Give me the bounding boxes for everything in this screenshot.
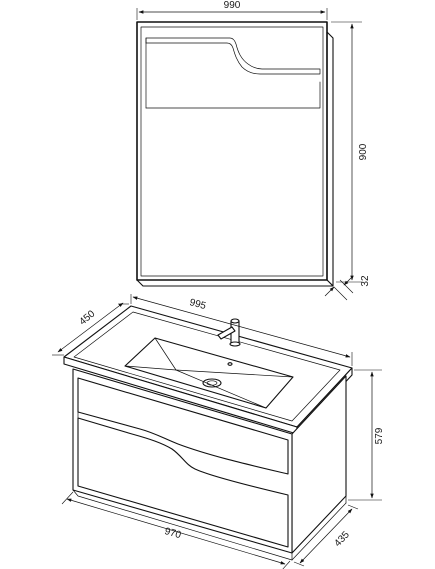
mirror-frame bbox=[136, 21, 328, 281]
mirror-inner-frame bbox=[140, 26, 324, 277]
mirror-height-label: 900 bbox=[358, 143, 369, 160]
basin-inner-edge-left bbox=[124, 365, 177, 371]
drain-inner bbox=[206, 380, 218, 386]
vanity-top-width-label: 995 bbox=[188, 297, 207, 312]
mirror-light-strip bbox=[145, 37, 321, 75]
ext-line bbox=[339, 279, 354, 294]
drawer-lower bbox=[77, 417, 289, 548]
dim-arrow bbox=[66, 498, 286, 565]
ext-line bbox=[293, 561, 305, 567]
mirror-light-strip-lower bbox=[145, 81, 321, 109]
mirror-depth-label: 32 bbox=[360, 275, 371, 287]
basin-inner-edge-right bbox=[175, 369, 294, 378]
dim-arrow bbox=[299, 508, 353, 564]
ext-line bbox=[347, 504, 359, 510]
mirror-bottom-face bbox=[136, 279, 334, 287]
faucet-base bbox=[229, 341, 241, 347]
vanity bbox=[63, 305, 353, 561]
drain bbox=[202, 378, 222, 388]
dimension-vanity-height: 579 bbox=[348, 369, 385, 501]
dim-arrow bbox=[132, 296, 351, 358]
dimension-mirror-width: 990 bbox=[136, 0, 328, 20]
mirror-width-label: 990 bbox=[224, 0, 241, 11]
ext-line bbox=[61, 491, 74, 505]
drawer-upper bbox=[77, 377, 289, 475]
vanity-bottom-depth-label: 435 bbox=[332, 529, 352, 549]
ext-line bbox=[282, 560, 291, 569]
mirror-side-face bbox=[326, 31, 334, 287]
faucet-top bbox=[230, 318, 240, 324]
dim-arrow bbox=[343, 277, 352, 286]
dim-arrow bbox=[57, 302, 124, 353]
overflow-hole bbox=[227, 362, 233, 366]
mirror bbox=[136, 21, 334, 287]
ext-line bbox=[333, 286, 348, 301]
dimension-vanity-top-width: 995 bbox=[130, 294, 353, 366]
vanity-bottom-width-label: 970 bbox=[163, 526, 182, 541]
dimension-vanity-bottom-width: 970 bbox=[61, 491, 291, 569]
dimension-mirror-height: 900 bbox=[331, 21, 369, 283]
vanity-height-label: 579 bbox=[374, 427, 385, 444]
dim-arrow bbox=[324, 286, 335, 297]
